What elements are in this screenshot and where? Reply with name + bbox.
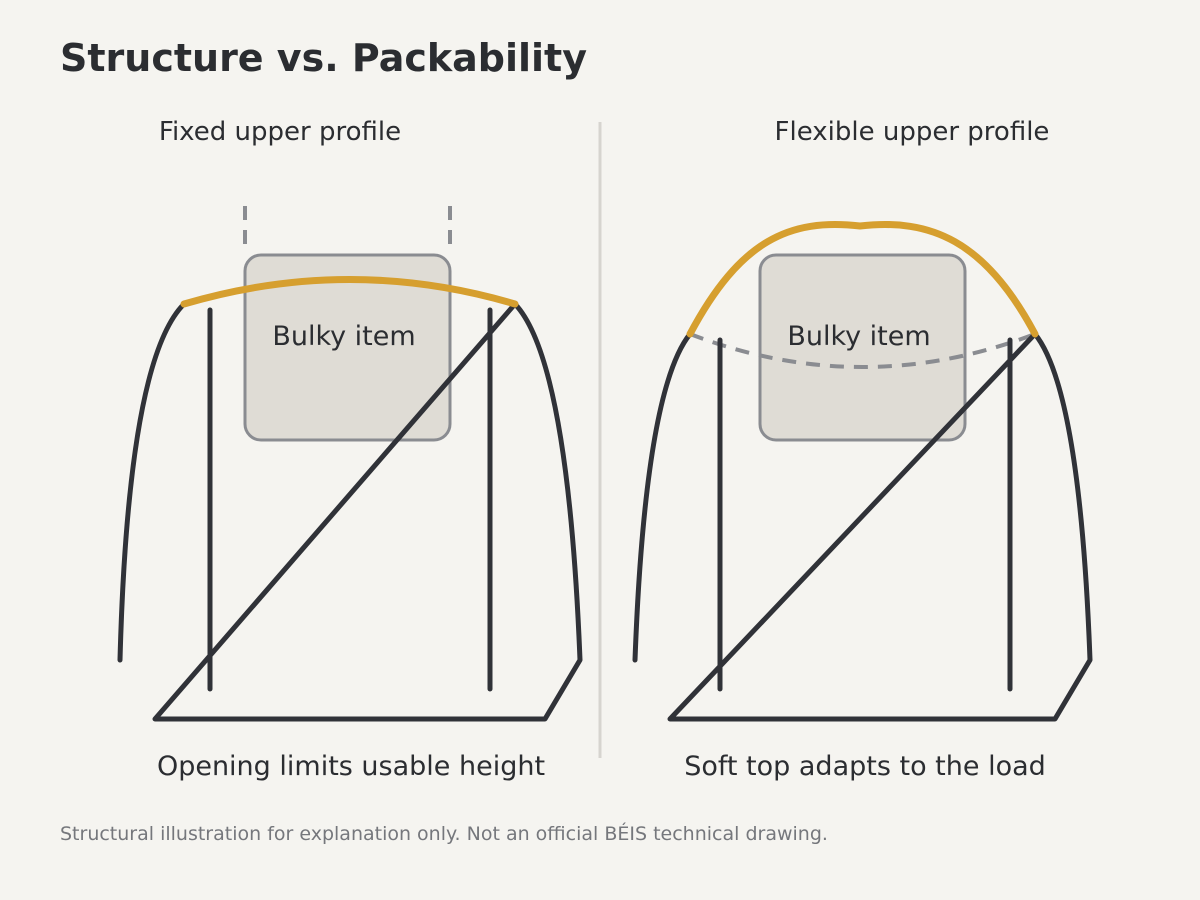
- left-panel-heading: Fixed upper profile: [159, 117, 401, 147]
- left-pack-outline-right: [152, 301, 583, 722]
- right-flexible-rim: [686, 220, 1039, 338]
- left-bulky-item: [243, 253, 452, 442]
- left-fixed-rim: [180, 276, 519, 308]
- page-title: Structure vs. Packability: [60, 36, 587, 80]
- left-panel-caption: Opening limits usable height: [157, 751, 545, 782]
- right-panel: Flexible upper profile Bulky item Soft t…: [632, 117, 1093, 782]
- left-pack-outline-left: [117, 301, 187, 663]
- right-panel-caption: Soft top adapts to the load: [684, 751, 1046, 782]
- left-panel: Fixed upper profile Bulky item Opening l…: [117, 117, 583, 782]
- right-pack-outline-left: [632, 331, 693, 663]
- left-bulky-item-label: Bulky item: [272, 321, 415, 352]
- right-pack-outline-right: [667, 331, 1093, 722]
- right-bulky-item-label: Bulky item: [787, 321, 930, 352]
- right-original-rim-guide: [689, 332, 1036, 369]
- right-panel-heading: Flexible upper profile: [775, 117, 1050, 147]
- footnote: Structural illustration for explanation …: [60, 822, 828, 845]
- right-bulky-item: [758, 253, 967, 442]
